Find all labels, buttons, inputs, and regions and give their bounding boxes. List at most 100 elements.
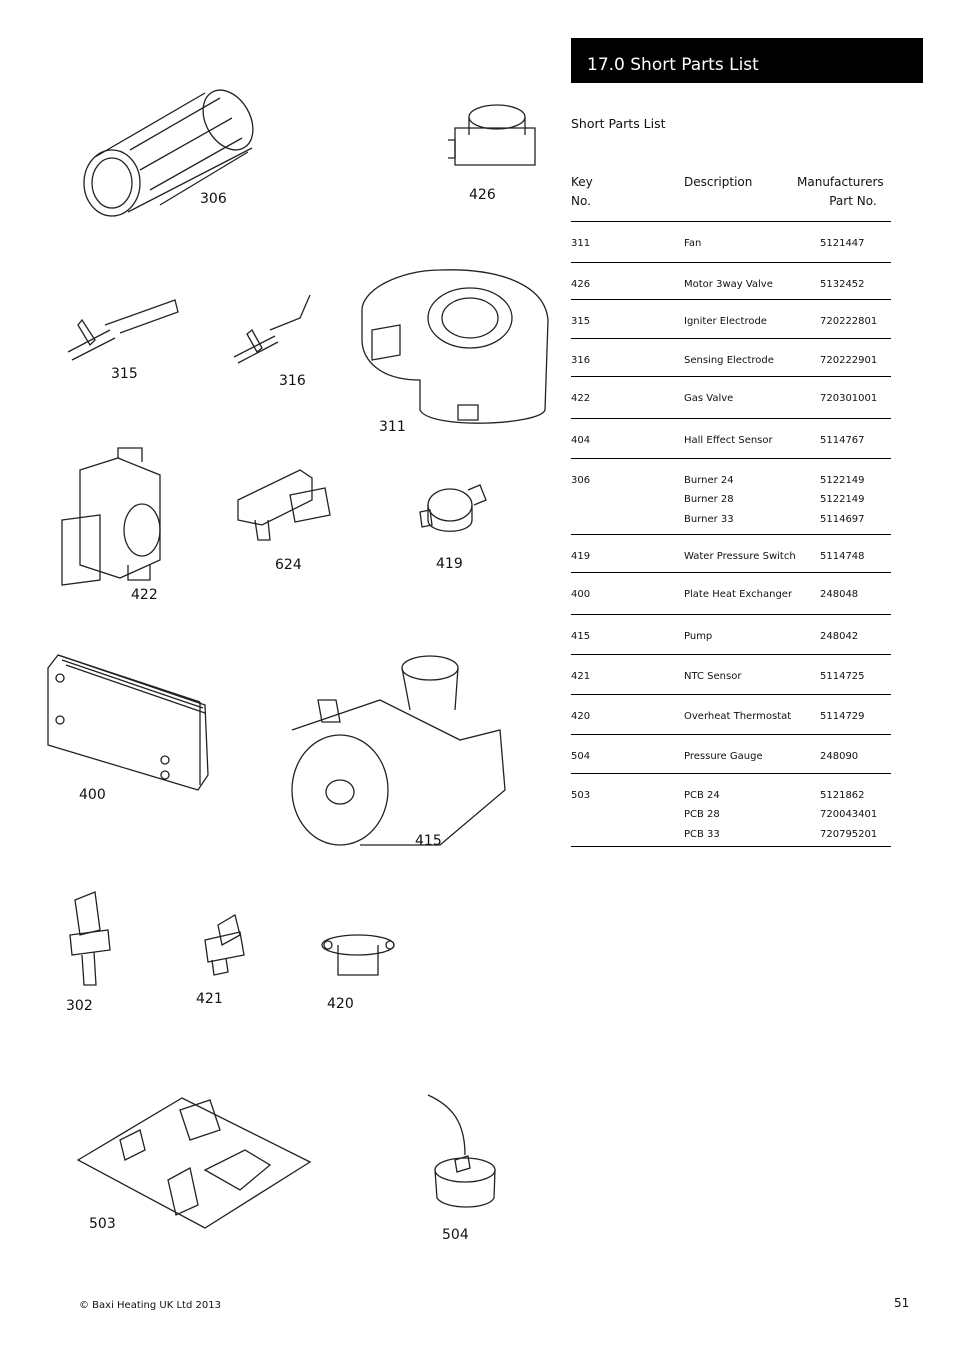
- figure-label-311: 311: [379, 419, 406, 435]
- table-row: 419 Water Pressure Switch 5114748: [571, 535, 891, 573]
- part-number-line: 720222901: [820, 355, 878, 366]
- part-number-line: 248042: [820, 631, 859, 642]
- description-cell: Plate Heat Exchanger: [684, 585, 792, 604]
- part-number-cell: 5132452: [820, 275, 865, 294]
- part-number-cell: 5121447: [820, 234, 865, 253]
- parts-illustrations: [47, 89, 549, 1229]
- part-number-line: 5121862: [820, 790, 865, 801]
- key-number-cell: 415: [571, 631, 591, 642]
- overheat-thermostat-illustration: [321, 934, 395, 976]
- part-number-line: 5114729: [820, 711, 865, 722]
- description-line: PCB 24: [684, 790, 720, 801]
- section-title: 17.0 Short Parts List: [571, 38, 923, 83]
- column-header-description: Description: [684, 175, 753, 189]
- figure-label-306: 306: [200, 191, 227, 207]
- table-subheading: Short Parts List: [571, 116, 666, 131]
- figure-label-316: 316: [279, 373, 306, 389]
- part-number-cell: 248090: [820, 747, 858, 766]
- figure-label-420: 420: [327, 996, 354, 1012]
- table-row: 404 Hall Effect Sensor 5114767: [571, 419, 891, 459]
- description-line: Fan: [684, 238, 702, 249]
- water-pressure-switch-illustration: [419, 484, 487, 532]
- copyright-footer: © Baxi Heating UK Ltd 2013: [79, 1300, 221, 1311]
- description-line: Sensing Electrode: [684, 355, 774, 366]
- description-cell: Water Pressure Switch: [684, 547, 796, 566]
- description-line: Overheat Thermostat: [684, 711, 792, 722]
- description-cell: Motor 3way Valve: [684, 275, 773, 294]
- burner-illustration: [83, 89, 254, 217]
- column-header-manufacturers: Manufacturers Part No.: [797, 173, 884, 211]
- part-number-line: 248048: [820, 589, 859, 600]
- description-line: PCB 28: [684, 809, 720, 821]
- pressure-gauge-illustration: [427, 1094, 496, 1208]
- part-number-line: 720043401: [820, 809, 878, 821]
- description-cell: Hall Effect Sensor: [684, 431, 773, 450]
- key-number-cell: 420: [571, 711, 591, 722]
- description-line: Burner 24: [684, 475, 734, 486]
- fan-illustration: [361, 269, 549, 424]
- ntc-sensor-illustration: [204, 913, 245, 976]
- part-number-line: 720795201: [820, 828, 878, 840]
- part-number-line: 5121447: [820, 238, 865, 249]
- part-number-line: 5122149: [820, 475, 865, 486]
- table-row: 415 Pump 248042: [571, 615, 891, 655]
- key-number-cell: 316: [571, 355, 591, 366]
- part-number-cell: 720222901: [820, 351, 877, 370]
- part-number-line: 5114725: [820, 671, 865, 682]
- motor-3way-valve-illustration: [448, 104, 536, 166]
- figure-label-315: 315: [111, 366, 138, 382]
- table-row: 426 Motor 3way Valve 5132452: [571, 263, 891, 300]
- description-cell: Sensing Electrode: [684, 351, 774, 370]
- key-number-cell: 315: [571, 316, 591, 327]
- part-number-cell: 5114729: [820, 707, 865, 726]
- part-number-cell: 5121862 720043401 720795201: [820, 786, 877, 844]
- pump-illustration: [291, 655, 506, 846]
- part-number-line: 5122149: [820, 494, 865, 506]
- part-number-cell: 248042: [820, 627, 858, 646]
- part-number-line: 720301001: [820, 393, 878, 404]
- column-header-key: Key No.: [571, 173, 593, 211]
- description-line: Igniter Electrode: [684, 316, 767, 327]
- description-line: Motor 3way Valve: [684, 279, 773, 290]
- figure-label-422: 422: [131, 587, 158, 603]
- part-number-line: 248090: [820, 751, 859, 762]
- sensing-electrode-illustration: [233, 294, 311, 364]
- part-number-line: 5114748: [820, 551, 865, 562]
- description-cell: Igniter Electrode: [684, 312, 767, 331]
- figure-label-503: 503: [89, 1216, 116, 1232]
- part-number-cell: 5114748: [820, 547, 865, 566]
- figure-label-302: 302: [66, 998, 93, 1014]
- key-number-cell: 419: [571, 551, 591, 562]
- description-cell: Overheat Thermostat: [684, 707, 791, 726]
- description-line: Water Pressure Switch: [684, 551, 796, 562]
- table-row: 316 Sensing Electrode 720222901: [571, 339, 891, 377]
- description-cell: Fan: [684, 234, 701, 253]
- description-line: Pump: [684, 631, 713, 642]
- description-cell: Pump: [684, 627, 712, 646]
- page-number: 51: [894, 1296, 910, 1310]
- description-cell: PCB 24 PCB 28 PCB 33: [684, 786, 720, 844]
- part-number-cell: 5114767: [820, 431, 865, 450]
- part-number-line: 5114767: [820, 435, 865, 446]
- parts-table: 311 Fan 5121447 426 Motor 3way Valve 5132452 3…: [571, 221, 891, 847]
- key-number-cell: 426: [571, 279, 591, 290]
- description-line: Hall Effect Sensor: [684, 435, 773, 446]
- description-cell: NTC Sensor: [684, 667, 741, 686]
- description-line: PCB 33: [684, 828, 720, 840]
- description-line: Gas Valve: [684, 393, 734, 404]
- key-number-cell: 404: [571, 435, 591, 446]
- component-302-illustration: [69, 891, 111, 986]
- description-line: Pressure Gauge: [684, 751, 763, 762]
- description-cell: Gas Valve: [684, 389, 733, 408]
- part-number-cell: 720301001: [820, 389, 877, 408]
- key-number-cell: 311: [571, 238, 591, 249]
- key-number-cell: 306: [571, 475, 591, 486]
